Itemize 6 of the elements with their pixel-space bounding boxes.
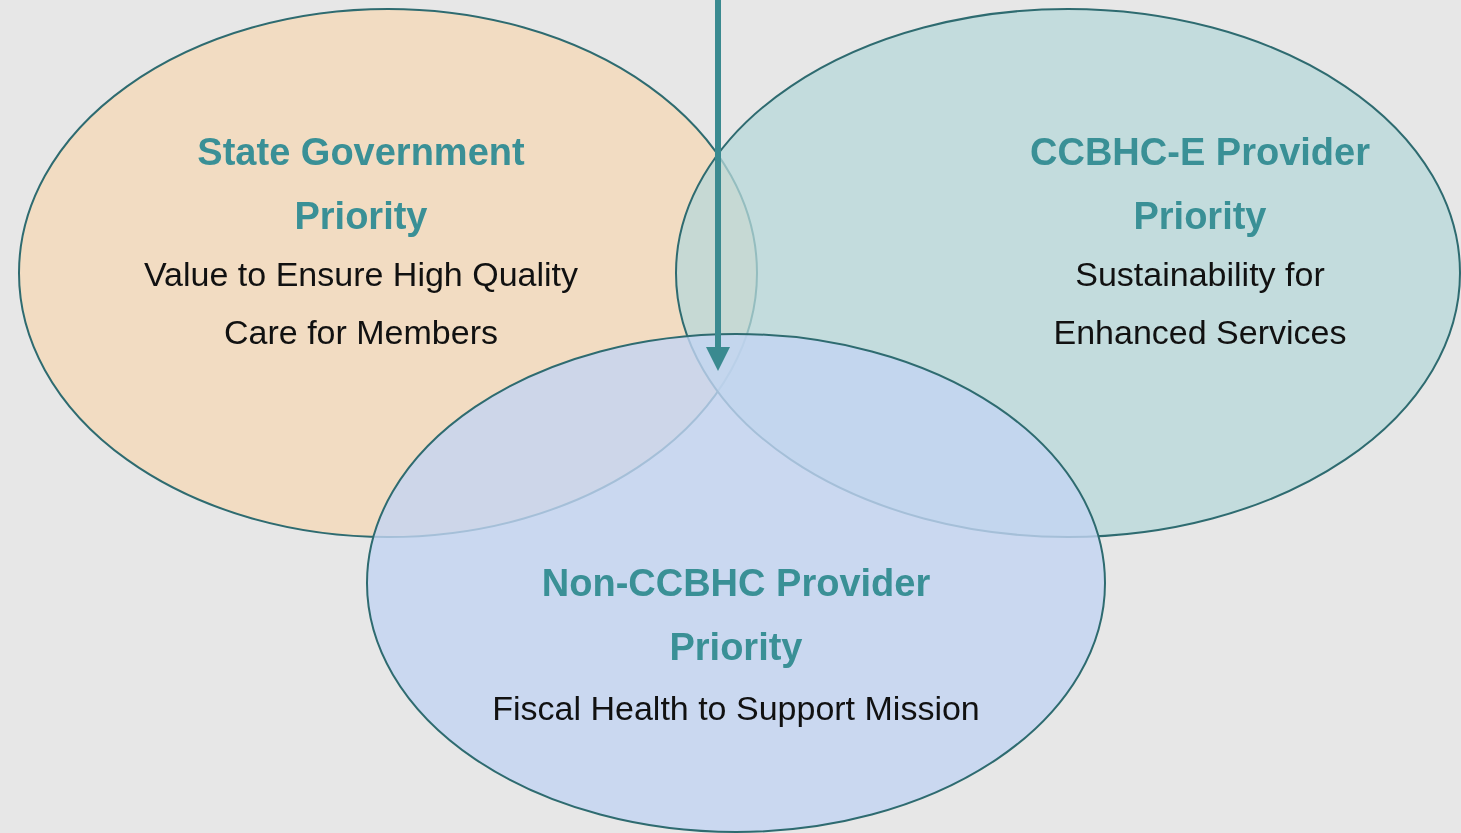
priority-heading: State Government Priority <box>196 130 526 239</box>
priority-heading: CCBHC-E Provider Priority <box>1029 130 1371 239</box>
priority-heading: Non-CCBHC Provider Priority <box>540 561 932 670</box>
priority-description: Sustainability for Enhanced Services <box>1052 254 1348 353</box>
priority-description: Value to Ensure High Quality Care for Members <box>142 254 580 353</box>
priority-description: Fiscal Health to Support Mission <box>491 688 981 729</box>
